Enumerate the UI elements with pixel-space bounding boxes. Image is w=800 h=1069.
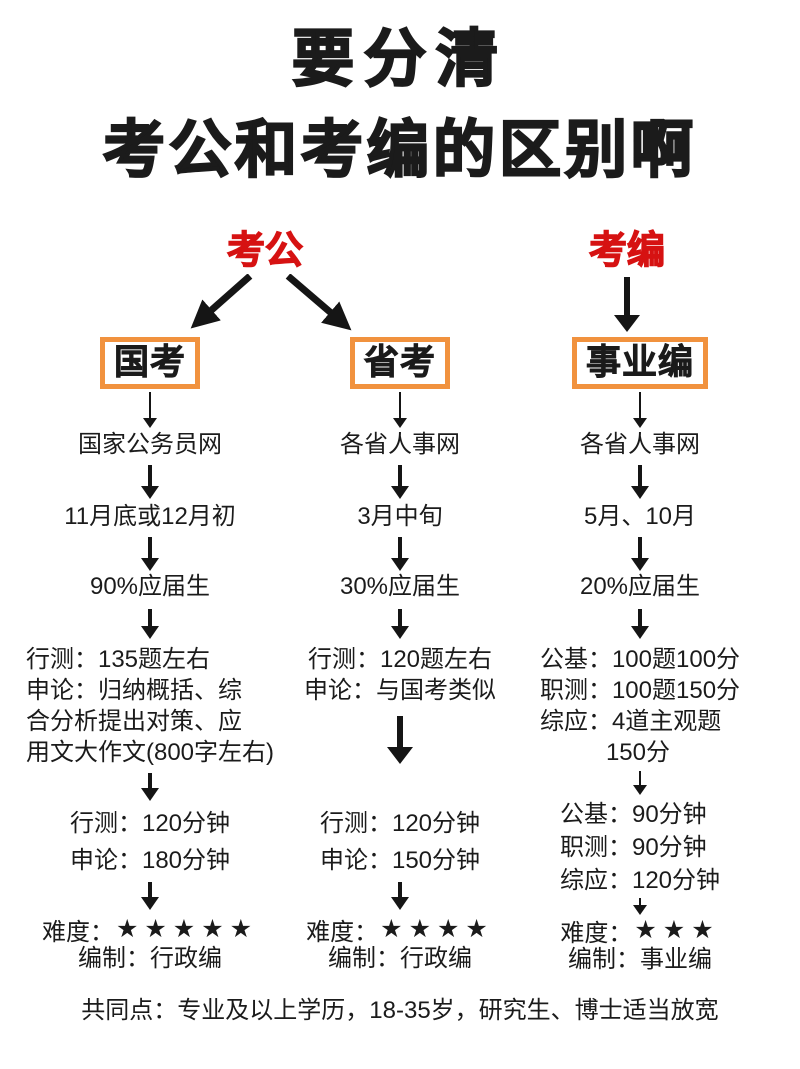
- duration-line: 职测：90分钟: [559, 834, 707, 861]
- exam-line: 公基：100题100分: [539, 646, 741, 673]
- footer-note: 共同点：专业及以上学历，18-35岁，研究生、博士适当放宽: [81, 997, 719, 1024]
- arrow-down-icon: [137, 392, 163, 428]
- arrow-down-icon: [137, 773, 163, 801]
- exam-line: 综应：4道主观题: [539, 708, 722, 735]
- duration-details: 行测：120分钟 申论：180分钟: [70, 805, 230, 879]
- exam-line: 行测：135题左右: [25, 646, 211, 673]
- column-shiyebian: 事业编 各省人事网 5月、10月 20%应届生 公基：100题100分 职测：1…: [520, 337, 760, 975]
- difficulty-label: 难度：: [41, 918, 114, 946]
- arrow-down-icon: [137, 882, 163, 910]
- schedule-text: 11月底或12月初: [64, 503, 236, 530]
- exam-details: 行测：135题左右 申论：归纳概括、综 合分析提出对策、应 用文大作文(800字…: [26, 644, 274, 768]
- difficulty-row: 难度： ★★★: [560, 915, 720, 947]
- arrow-down-icon: [387, 537, 413, 571]
- schedule-text: 5月、10月: [583, 503, 697, 530]
- duration-details: 行测：120分钟 申论：150分钟: [320, 805, 480, 879]
- difficulty-label: 难度：: [306, 918, 379, 946]
- label-kaogong: 考公: [226, 229, 303, 272]
- arrow-down-icon: [387, 609, 413, 639]
- page-title: 要分清 考公和考编的区别啊: [0, 14, 800, 196]
- duration-line: 行测：120分钟: [69, 810, 231, 837]
- duration-line: 综应：120分钟: [559, 867, 721, 894]
- duration-line: 公基：90分钟: [559, 801, 707, 828]
- arrow-down-icon: [387, 716, 413, 764]
- duration-details: 公基：90分钟 职测：90分钟 综应：120分钟: [560, 798, 720, 897]
- site-text: 各省人事网: [340, 431, 460, 458]
- fresh-grad-text: 30%应届生: [339, 573, 461, 600]
- label-kaobian: 考编: [588, 229, 665, 272]
- fresh-grad-text: 20%应届生: [579, 573, 701, 600]
- arrow-down-icon: [387, 882, 413, 910]
- arrow-down-icon: [627, 609, 653, 639]
- title-line-1: 要分清: [291, 24, 508, 95]
- exam-line: 用文大作文(800字左右): [25, 739, 275, 766]
- site-text: 各省人事网: [580, 431, 700, 458]
- arrow-down-icon: [137, 537, 163, 571]
- exam-details: 行测：120题左右 申论：与国考类似: [304, 644, 496, 706]
- schedule-text: 3月中旬: [357, 503, 443, 530]
- difficulty-stars: ★★★★: [380, 915, 494, 943]
- establishment-text: 编制：行政编: [328, 945, 472, 972]
- title-line-2: 考公和考编的区别啊: [102, 115, 697, 186]
- column-shengkao: 省考 各省人事网 3月中旬 30%应届生 行测：120题左右 申论：与国考类似 …: [285, 337, 515, 974]
- difficulty-label: 难度：: [560, 919, 633, 947]
- arrow-down-icon: [137, 465, 163, 499]
- header-box-shiyebian: 事业编: [571, 337, 708, 389]
- header-label: 省考: [363, 343, 436, 382]
- header-box-guokao: 国考: [99, 337, 200, 389]
- exam-line: 合分析提出对策、应: [25, 708, 242, 735]
- branch-arrows-icon: [190, 274, 352, 331]
- difficulty-row: 难度： ★★★★★: [41, 914, 259, 946]
- arrow-down-icon: [627, 465, 653, 499]
- arrow-down-icon: [627, 537, 653, 571]
- difficulty-row: 难度： ★★★★: [306, 914, 494, 946]
- header-label: 国考: [113, 343, 186, 382]
- duration-line: 申论：180分钟: [69, 847, 231, 874]
- exam-line: 申论：归纳概括、综: [25, 677, 242, 704]
- exam-line: 申论：与国考类似: [304, 677, 496, 704]
- establishment-text: 编制：行政编: [78, 945, 222, 972]
- arrow-down-icon: [614, 277, 640, 332]
- duration-line: 行测：120分钟: [319, 810, 481, 837]
- header-box-shengkao: 省考: [349, 337, 450, 389]
- site-text: 国家公务员网: [78, 431, 222, 458]
- establishment-text: 编制：事业编: [568, 946, 712, 973]
- exam-line: 行测：120题左右: [307, 646, 493, 673]
- arrow-down-icon: [627, 392, 653, 428]
- arrow-down-icon: [627, 898, 653, 915]
- exam-line: 职测：100题150分: [539, 677, 741, 704]
- duration-line: 申论：150分钟: [319, 847, 481, 874]
- arrow-down-icon: [137, 609, 163, 639]
- column-guokao: 国考 国家公务员网 11月底或12月初 90%应届生 行测：135题左右 申论：…: [25, 337, 275, 974]
- difficulty-stars: ★★★★★: [115, 915, 259, 943]
- arrow-down-icon: [627, 771, 653, 795]
- exam-details: 公基：100题100分 职测：100题150分 综应：4道主观题 150分: [540, 644, 740, 768]
- fresh-grad-text: 90%应届生: [89, 573, 211, 600]
- arrow-down-icon: [387, 465, 413, 499]
- arrow-down-icon: [387, 392, 413, 428]
- difficulty-stars: ★★★: [634, 916, 720, 944]
- exam-line: 150分: [605, 739, 670, 766]
- header-label: 事业编: [585, 343, 694, 382]
